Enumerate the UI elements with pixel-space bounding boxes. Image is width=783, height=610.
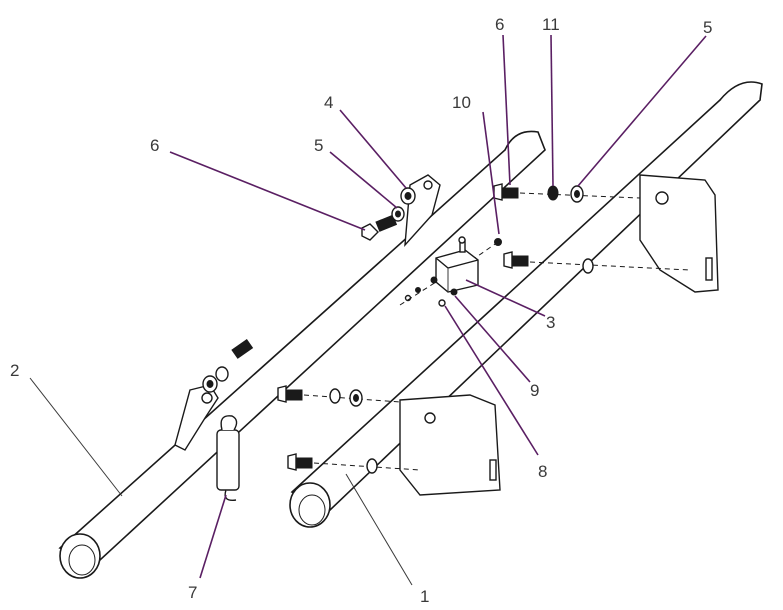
- leader-9: [454, 295, 531, 383]
- block-part-3: [399, 236, 502, 307]
- callout-9: 9: [530, 381, 539, 400]
- callout-2: 2: [10, 361, 19, 380]
- callout-4: 4: [324, 93, 333, 112]
- leader-6-left: [169, 151, 366, 231]
- leader-4: [339, 109, 407, 189]
- callout-6-right: 6: [495, 15, 504, 34]
- plain-leaders: [29, 377, 413, 586]
- leader-5-right: [577, 35, 707, 187]
- leader-1: [345, 473, 413, 586]
- callout-10: 10: [452, 93, 471, 112]
- upper-bracket: [639, 174, 719, 293]
- callout-5-right: 5: [703, 18, 712, 37]
- leader-10: [482, 111, 500, 235]
- lower-bracket: [399, 394, 501, 496]
- tube-part-2: [58, 130, 546, 579]
- callout-1: 1: [420, 587, 429, 606]
- callout-11: 11: [542, 15, 560, 34]
- callout-8: 8: [538, 462, 547, 481]
- callout-3: 3: [546, 313, 555, 332]
- leader-7: [199, 494, 227, 579]
- leader-6-right: [502, 34, 511, 186]
- spring-part-7: [216, 415, 240, 501]
- leader-3: [465, 279, 546, 317]
- hardware: [202, 183, 691, 474]
- callout-5-left: 5: [314, 136, 323, 155]
- leader-5-left: [329, 151, 398, 209]
- leader-lines: [169, 34, 707, 579]
- callout-6-left: 6: [150, 136, 159, 155]
- leader-8: [444, 305, 539, 456]
- leader-11: [550, 34, 554, 187]
- callout-7: 7: [188, 583, 197, 602]
- leader-2: [29, 377, 123, 497]
